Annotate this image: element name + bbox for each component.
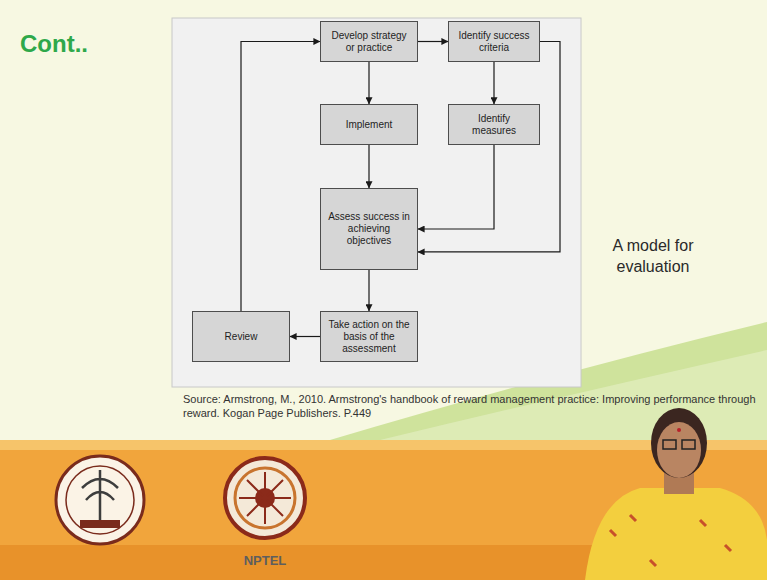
flow-arrow xyxy=(418,41,448,42)
flow-arrow xyxy=(241,42,320,312)
flow-arrow xyxy=(368,145,369,188)
box-text: Develop strategy or practice xyxy=(327,30,411,54)
process-box: Assess success in achieving objectives xyxy=(320,188,418,270)
process-box: Implement xyxy=(320,104,418,145)
presenter-hair xyxy=(651,408,707,478)
box-text: Identify success criteria xyxy=(455,30,533,54)
label-text: Source: Armstrong, M., 2010. Armstrong's… xyxy=(183,393,756,419)
source-citation: Source: Armstrong, M., 2010. Armstrong's… xyxy=(183,392,758,421)
presenter-bindi xyxy=(677,428,681,432)
title-text: Cont.. xyxy=(20,30,88,57)
logo-base xyxy=(80,520,120,528)
institute-logo xyxy=(56,456,144,544)
box-text: Identify measures xyxy=(455,113,533,137)
process-box: Identify success criteria xyxy=(448,21,540,62)
box-text: Assess success in achieving objectives xyxy=(327,211,411,247)
flow-arrow xyxy=(418,42,560,252)
logo-wordmark: NPTEL xyxy=(225,553,305,570)
box-text: Implement xyxy=(346,119,393,131)
logo-inner-ring xyxy=(235,468,295,528)
presenter-glasses xyxy=(663,440,676,449)
presenter-figure xyxy=(585,408,767,580)
flow-arrow xyxy=(290,336,320,337)
figure-caption-note: A model for evaluation xyxy=(588,236,718,278)
presenter-face xyxy=(657,422,701,478)
label-text: NPTEL xyxy=(244,553,287,568)
process-box: Take action on the basis of the assessme… xyxy=(320,311,418,362)
flow-arrow xyxy=(418,145,494,229)
slide-title: Cont.. xyxy=(20,30,88,58)
nptel-logo xyxy=(225,458,305,538)
logo-tree xyxy=(82,470,118,528)
orange-band xyxy=(0,440,767,580)
flow-arrow xyxy=(493,62,494,104)
flow-arrow xyxy=(368,62,369,104)
flow-arrow xyxy=(368,270,369,311)
presenter-glasses xyxy=(682,440,695,449)
logo-ring xyxy=(56,456,144,544)
figure-panel xyxy=(172,18,581,387)
process-box: Review xyxy=(192,311,290,362)
process-box: Develop strategy or practice xyxy=(320,21,418,62)
logo-inner-ring xyxy=(66,466,134,534)
dress-pattern xyxy=(610,515,731,566)
logo-ring xyxy=(225,458,305,538)
logo-spokes xyxy=(239,472,291,524)
presenter-dress xyxy=(585,488,767,580)
process-box: Identify measures xyxy=(448,104,540,145)
box-text: Review xyxy=(225,331,258,343)
box-text: Take action on the basis of the assessme… xyxy=(327,319,411,355)
label-text: A model for evaluation xyxy=(613,237,694,275)
